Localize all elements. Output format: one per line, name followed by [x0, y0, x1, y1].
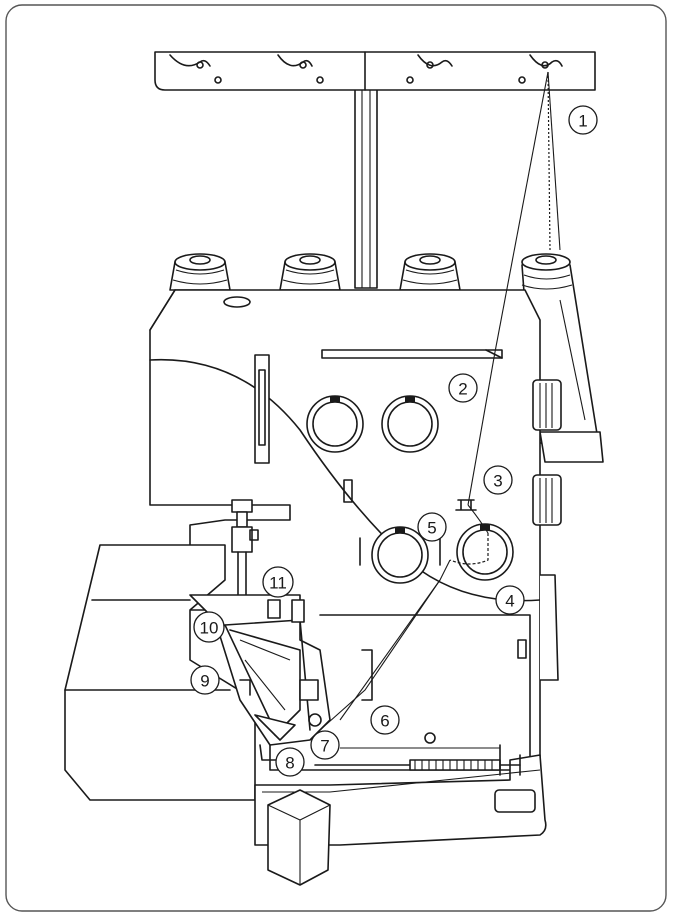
looper-cover [254, 754, 547, 886]
looper-area [189, 594, 331, 761]
callout-9-label: 9 [200, 672, 209, 691]
callout-8-label: 8 [285, 754, 294, 773]
callout-11: 11 [262, 566, 294, 598]
thread-stand [154, 51, 596, 289]
callout-8: 8 [275, 747, 305, 777]
callout-7-label: 7 [320, 737, 329, 756]
callout-7: 7 [310, 730, 340, 760]
callout-1-label: 1 [578, 112, 587, 131]
callout-2: 2 [448, 373, 478, 403]
thread-path [319, 71, 561, 731]
callout-6: 6 [370, 705, 400, 735]
diagram-frame [5, 4, 667, 912]
callout-4: 4 [495, 585, 525, 615]
machine-body [149, 289, 562, 771]
callout-5-label: 5 [427, 519, 436, 538]
callout-10-label: 10 [200, 619, 219, 638]
callout-2-label: 2 [458, 380, 467, 399]
callout-4-label: 4 [505, 592, 514, 611]
callout-10: 10 [193, 611, 225, 643]
callout-11-label: 11 [269, 574, 287, 593]
callout-5: 5 [417, 512, 447, 542]
looper-rod [314, 649, 521, 776]
callout-6-label: 6 [380, 712, 389, 731]
callout-9: 9 [190, 665, 220, 695]
callout-1: 1 [568, 105, 598, 135]
callout-3: 3 [483, 465, 513, 495]
callout-3-label: 3 [493, 472, 502, 491]
